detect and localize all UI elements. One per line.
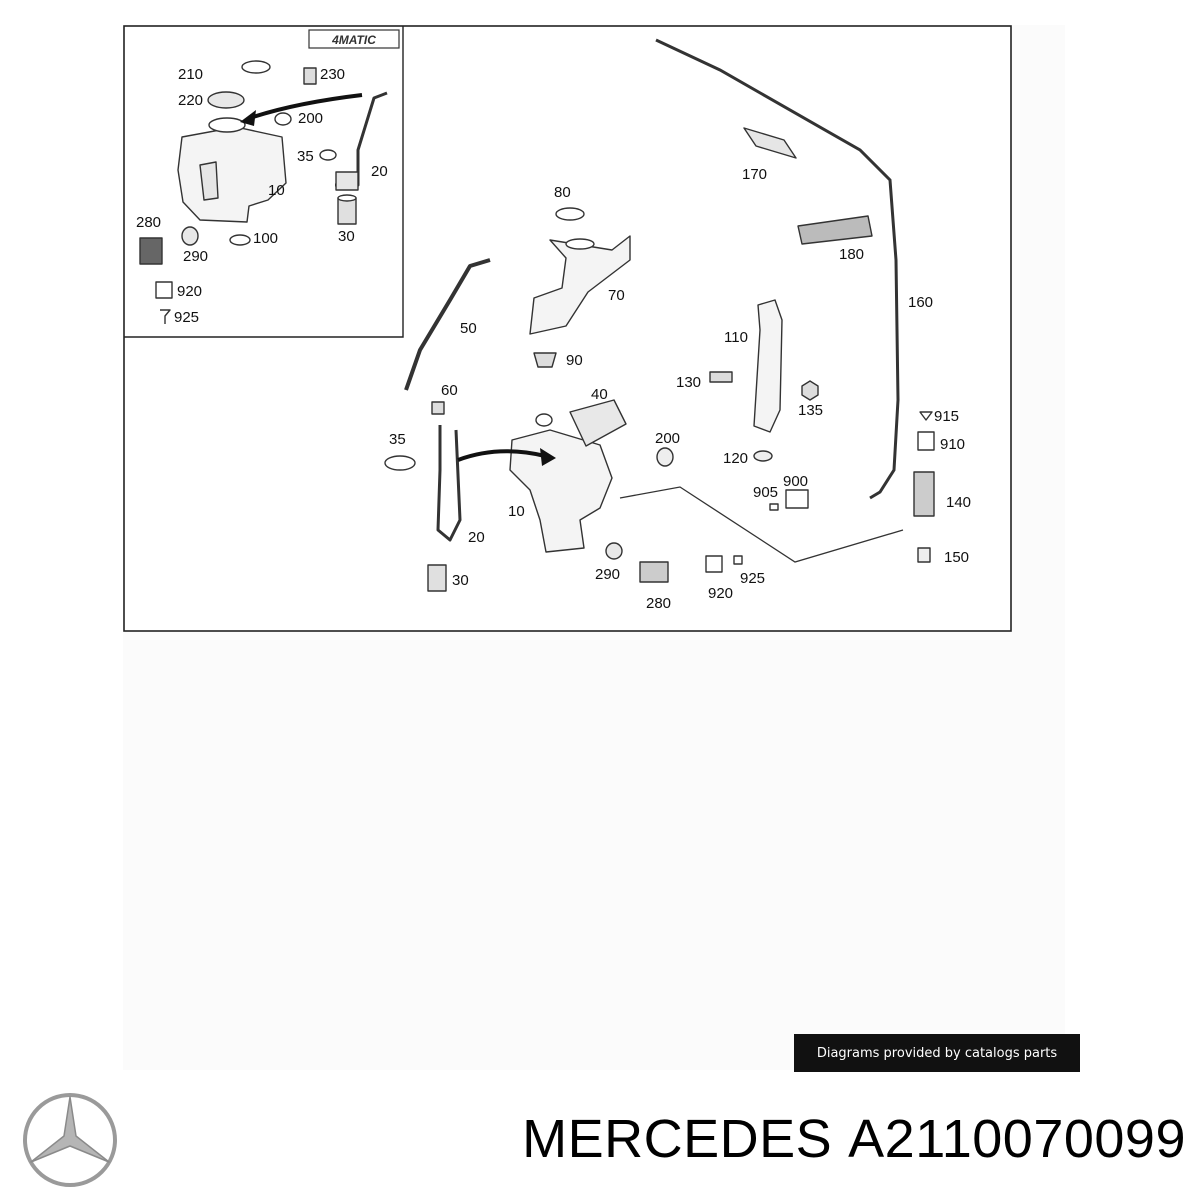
part-number: A2110070099 [848, 1109, 1186, 1169]
callout-900: 900 [783, 473, 808, 490]
harness-line [619, 486, 904, 563]
inset-parts [139, 60, 388, 324]
main-cap-80 [555, 207, 585, 221]
callout-50: 50 [460, 320, 477, 337]
callout-80: 80 [554, 184, 571, 201]
callout-40: 40 [591, 386, 608, 403]
callout-220: 220 [178, 92, 203, 109]
callout-30: 30 [452, 572, 469, 589]
main-pin-915 [919, 411, 933, 421]
callout-150: 150 [944, 549, 969, 566]
washer-hose-160 [655, 38, 900, 500]
main-label-180 [797, 215, 873, 245]
main-grommet-290 [605, 542, 623, 560]
callout-210: 210 [178, 66, 203, 83]
main-parts [384, 127, 935, 592]
callout-120: 120 [723, 450, 748, 467]
inset-connector-920 [155, 281, 173, 299]
callout-915: 915 [934, 408, 959, 425]
callout-200: 200 [298, 110, 323, 127]
callout-20: 20 [468, 529, 485, 546]
main-plug-90 [533, 352, 557, 368]
main-pin-905 [769, 503, 779, 511]
inset-pump-280 [139, 237, 163, 265]
main-connector-900 [785, 489, 809, 509]
main-arrow-head [540, 448, 556, 466]
callout-110: 110 [724, 329, 748, 346]
callout-60: 60 [441, 382, 458, 399]
callout-100: 100 [253, 230, 278, 247]
callout-10: 10 [268, 182, 285, 199]
callout-160: 160 [908, 294, 933, 311]
inset-arrow-head [240, 110, 256, 126]
callout-230: 230 [320, 66, 345, 83]
inset-plug-230 [303, 67, 317, 85]
callout-140: 140 [946, 494, 971, 511]
inset-grommet-200 [274, 112, 292, 126]
main-tube-20 [436, 425, 462, 542]
callout-280: 280 [646, 595, 671, 612]
callout-labels: 210 230 220 200 35 20 10 280 100 30 290 920 925 80 70 5… [136, 66, 971, 612]
callout-30: 30 [338, 228, 355, 245]
main-pin-925 [733, 555, 743, 565]
callout-170: 170 [742, 166, 767, 183]
main-pump-140 [913, 471, 935, 517]
main-pump-280 [639, 561, 669, 583]
main-bracket-70 [529, 235, 631, 335]
callout-70: 70 [608, 287, 625, 304]
callout-920: 920 [177, 283, 202, 300]
callout-180: 180 [839, 246, 864, 263]
main-part-170 [743, 127, 797, 159]
callout-925: 925 [740, 570, 765, 587]
inset-pin-925 [160, 309, 171, 324]
main-nut-135 [801, 380, 819, 401]
callout-290: 290 [595, 566, 620, 583]
callout-135: 135 [798, 402, 823, 419]
inset-grommet-100 [229, 234, 251, 246]
main-grommet-150 [917, 547, 931, 563]
4matic-badge: 4MATIC [308, 29, 400, 49]
inset-frame [124, 26, 404, 338]
main-grommet-200 [656, 447, 674, 467]
main-bolt-130 [709, 371, 733, 383]
inset-sleeve-30 [337, 197, 357, 225]
main-connector-920 [705, 555, 723, 573]
callout-200: 200 [655, 430, 680, 447]
main-ring-35 [384, 455, 416, 471]
callout-280: 280 [136, 214, 161, 231]
main-clip-60 [431, 401, 445, 415]
main-seal [565, 238, 595, 250]
inset-filler-neck [208, 117, 246, 133]
callout-905: 905 [753, 484, 778, 501]
callout-20: 20 [371, 163, 388, 180]
main-arrow [457, 449, 546, 462]
main-filler-neck [535, 413, 553, 427]
inset-ring-35 [319, 149, 337, 161]
credit-banner: Diagrams provided by catalogs parts [794, 1034, 1080, 1072]
callout-35: 35 [297, 148, 314, 165]
main-strainer-40 [569, 399, 627, 447]
main-connector-910 [917, 431, 935, 451]
inset-arrow [249, 93, 363, 120]
inset-cap-220 [207, 91, 245, 109]
main-tube-50 [404, 258, 491, 391]
callout-90: 90 [566, 352, 583, 369]
main-grommet-120 [753, 450, 773, 462]
callout-35: 35 [389, 431, 406, 448]
main-bracket-110 [753, 299, 783, 433]
main-sleeve-30 [427, 564, 447, 592]
callout-920: 920 [708, 585, 733, 602]
brand-name: MERCEDES [522, 1109, 833, 1169]
callout-10: 10 [508, 503, 525, 520]
inset-seal-210 [241, 60, 271, 74]
callout-130: 130 [676, 374, 701, 391]
4matic-badge-text: 4MATIC [331, 33, 376, 47]
callout-290: 290 [183, 248, 208, 265]
callout-910: 910 [940, 436, 965, 453]
inset-grommet-290 [181, 226, 199, 246]
mercedes-star-icon [23, 1093, 117, 1187]
callout-925: 925 [174, 309, 199, 326]
